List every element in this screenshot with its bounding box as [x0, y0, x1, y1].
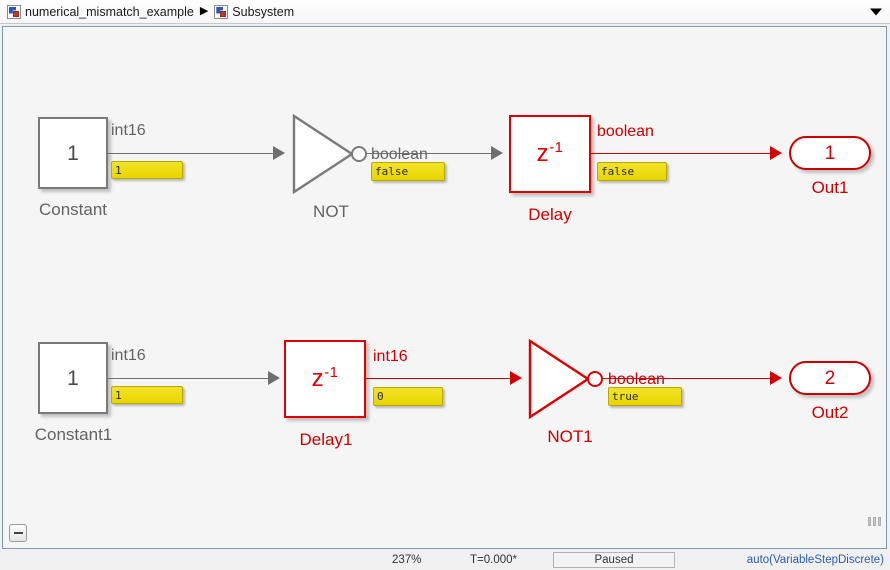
arrow-icon — [770, 371, 782, 385]
block-delay-value: z-1 — [536, 139, 564, 167]
wire-constant1-to-delay1[interactable] — [108, 377, 270, 379]
block-constant-value: 1 — [67, 141, 79, 165]
block-out1[interactable]: 1 — [789, 136, 871, 170]
chevron-down-icon[interactable] — [870, 8, 882, 15]
resize-grip-bar — [878, 517, 881, 526]
block-delay1[interactable]: z-1 — [284, 340, 366, 418]
signal-label-not-out: boolean — [371, 146, 428, 163]
status-solver[interactable]: auto(VariableStepDiscrete) — [746, 553, 884, 566]
signal-label-delay1-out: int16 — [373, 348, 408, 365]
arrow-icon — [491, 146, 503, 160]
block-delay1-label: Delay1 — [299, 430, 353, 449]
model-canvas-wrap: 1 Constant int16 1 NOT boolean false — [0, 24, 890, 549]
block-constant[interactable]: 1 — [38, 117, 108, 189]
status-sim-state[interactable]: Paused — [553, 551, 675, 568]
subsystem-icon — [7, 4, 21, 19]
arrow-icon — [770, 146, 782, 160]
signal-label-constant1-out: int16 — [111, 347, 146, 364]
block-delay1-value: z-1 — [311, 364, 339, 392]
wire-not1-to-out2[interactable] — [602, 377, 772, 379]
block-not1-label: NOT1 — [547, 427, 593, 446]
port-value-delay1[interactable]: 0 — [373, 387, 443, 406]
wire-delay-to-out1[interactable] — [589, 152, 772, 154]
block-delay-label: Delay — [528, 205, 572, 224]
breadcrumb-item-model[interactable]: numerical_mismatch_example — [4, 4, 197, 20]
resize-grip-bar — [868, 517, 871, 526]
signal-label-constant-out: int16 — [111, 122, 146, 139]
breadcrumb: numerical_mismatch_example ▶ Subsystem — [0, 0, 890, 24]
wire-constant-to-not[interactable] — [108, 152, 275, 154]
port-value-not[interactable]: false — [371, 162, 445, 181]
block-constant1-value: 1 — [67, 366, 79, 390]
block-not-label: NOT — [313, 202, 349, 221]
status-sim-time: T=0.000* — [470, 553, 517, 566]
block-out2-label: Out2 — [811, 403, 849, 422]
wire-delay1-to-not1[interactable] — [364, 377, 512, 379]
breadcrumb-item-subsystem-label: Subsystem — [232, 4, 295, 19]
port-value-not1[interactable]: true — [608, 387, 682, 406]
port-value-constant[interactable]: 1 — [111, 161, 183, 179]
block-out1-label: Out1 — [811, 178, 849, 197]
port-value-constant1[interactable]: 1 — [111, 386, 183, 404]
resize-grip[interactable] — [868, 516, 884, 526]
wire-not-to-delay[interactable] — [366, 152, 493, 154]
block-out1-value: 1 — [824, 142, 836, 164]
model-canvas[interactable]: 1 Constant int16 1 NOT boolean false — [2, 26, 887, 549]
block-out2[interactable]: 2 — [789, 361, 871, 395]
signal-label-delay-out: boolean — [597, 123, 654, 140]
block-delay[interactable]: z-1 — [509, 115, 591, 193]
status-bar: 237% T=0.000* Paused auto(VariableStepDi… — [0, 549, 890, 570]
breadcrumb-item-model-label: numerical_mismatch_example — [25, 4, 194, 19]
arrow-icon — [268, 371, 280, 385]
block-constant-label: Constant — [38, 200, 108, 219]
block-delay1-exponent: -1 — [324, 364, 339, 381]
block-not1[interactable] — [527, 338, 607, 420]
breadcrumb-separator-icon: ▶ — [199, 5, 209, 17]
arrow-icon — [273, 146, 285, 160]
signal-label-not1-out: boolean — [608, 371, 665, 388]
breadcrumb-item-subsystem[interactable]: Subsystem — [211, 4, 297, 20]
resize-grip-bar — [873, 517, 876, 526]
block-constant1[interactable]: 1 — [38, 342, 108, 414]
diagram: 1 Constant int16 1 NOT boolean false — [3, 27, 886, 548]
block-constant1-label: Constant1 — [34, 425, 113, 444]
block-out2-value: 2 — [824, 367, 836, 389]
block-delay-exponent: -1 — [549, 139, 564, 156]
subsystem-icon — [214, 4, 229, 19]
block-not[interactable] — [291, 113, 371, 195]
collapse-minus-icon[interactable] — [9, 524, 27, 542]
status-zoom-level[interactable]: 237% — [392, 553, 422, 566]
arrow-icon — [510, 371, 522, 385]
port-value-delay[interactable]: false — [597, 162, 667, 181]
